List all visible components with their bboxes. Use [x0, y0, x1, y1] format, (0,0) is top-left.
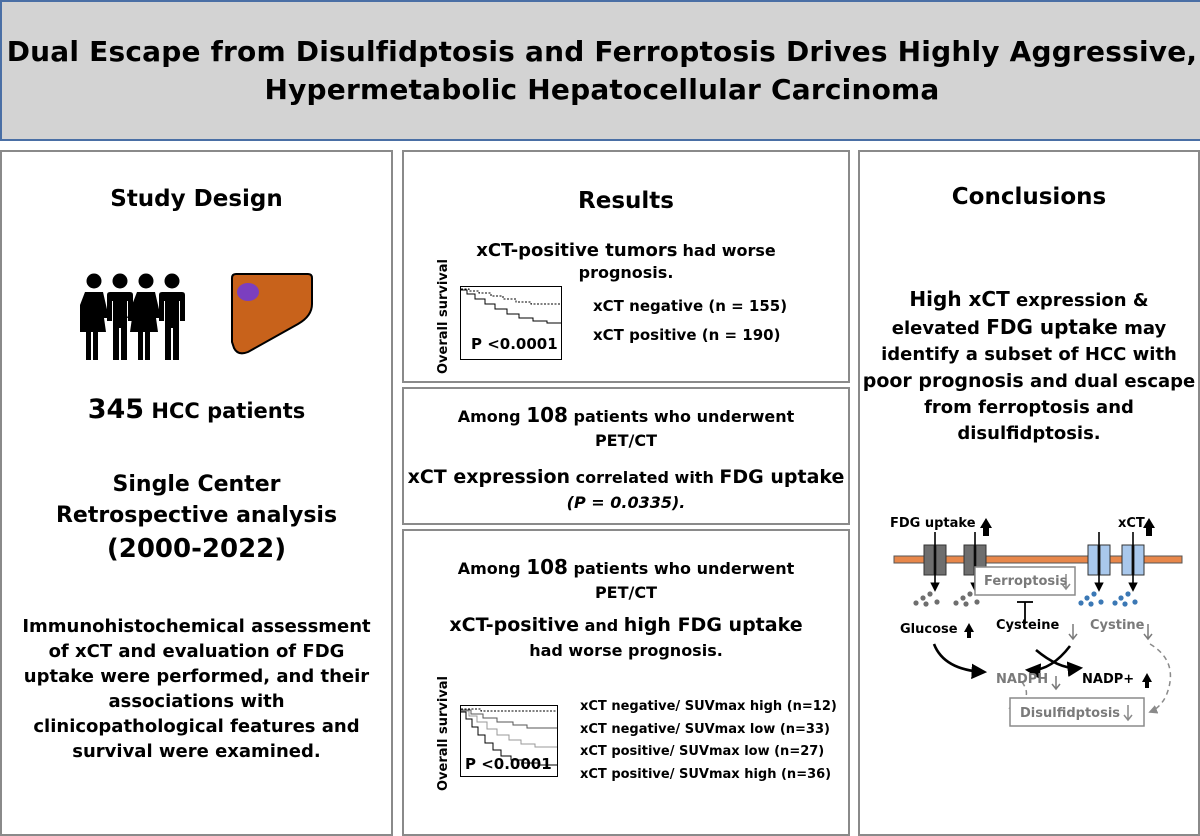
results-heading: Results: [578, 188, 674, 214]
results-1-headline: xCT-positive tumors had worse prognosis.: [476, 240, 776, 282]
km-plot-1: P <0.0001: [460, 286, 562, 360]
study-type: Single Center Retrospective analysis (20…: [2, 469, 391, 567]
xct-up-arrow: [1143, 518, 1155, 536]
title-line-1: Dual Escape from Disulfidptosis and Ferr…: [6, 34, 1198, 68]
cysteine-label: Cysteine: [996, 618, 1060, 633]
fdg-up-arrow: [980, 518, 992, 536]
glucose-label: Glucose: [900, 622, 958, 637]
cell-membrane: [893, 555, 1183, 564]
km-2-legend-2: xCT negative/ SUVmax low (n=33): [580, 722, 830, 737]
liver-icon: [231, 273, 313, 355]
results-3-cohort: Among 108 patients who underwent PET/CT: [457, 555, 795, 602]
km-2-legend-4: xCT positive/ SUVmax high (n=36): [580, 767, 832, 782]
km-1-curve-negative: [461, 288, 561, 305]
glucose-up-arrow: [964, 623, 974, 638]
km-2-ylabel: Overall survival: [436, 675, 451, 791]
title-banner: Dual Escape from Disulfidptosis and Ferr…: [0, 0, 1200, 141]
title-line-2: Hypermetabolic Hepatocellular Carcinoma: [264, 72, 940, 106]
nadp-up-arrow: [1142, 673, 1152, 688]
conclusions-panel: Conclusions High xCT expression & elevat…: [858, 150, 1200, 836]
results-panel-2: Among 108 patients who underwent PET/CT …: [402, 387, 850, 525]
km-plot-2: P <0.0001: [460, 705, 558, 777]
cystine-label: Cystine: [1090, 618, 1145, 633]
results-panel-1: Results xCT-positive tumors had worse pr…: [402, 150, 850, 383]
disulfidptosis-label: Disulfidptosis: [1020, 706, 1121, 721]
km-2-curve-pos-high: [461, 711, 557, 766]
km-2-p-value: P <0.0001: [465, 755, 552, 773]
conclusions-heading: Conclusions: [951, 184, 1107, 210]
km-1-legend-negative: xCT negative (n = 155): [593, 297, 788, 315]
results-panel-3: Among 108 patients who underwent PET/CT …: [402, 529, 850, 836]
ferroptosis-box: [974, 566, 1076, 596]
glut-transporter: [923, 544, 987, 576]
km-2-curve-neg-low: [461, 709, 557, 729]
study-description: Immunohistochemical assessment of xCT an…: [22, 616, 371, 762]
ferroptosis-label: Ferroptosis: [984, 574, 1068, 589]
tumor-icon: [237, 283, 259, 301]
results-2-cohort: Among 108 patients who underwent PET/CT: [457, 403, 795, 450]
results-2-finding: xCT expression correlated with FDG uptak…: [407, 466, 845, 512]
fdg-uptake-label: FDG uptake: [890, 516, 976, 531]
xct-transporter: [1087, 544, 1145, 576]
patients-icon: [80, 273, 185, 360]
mechanism-diagram: [893, 518, 1183, 727]
study-design-heading: Study Design: [110, 186, 283, 212]
km-2-legend-3: xCT positive/ SUVmax low (n=27): [580, 744, 825, 759]
nadp-label: NADP+: [1082, 672, 1135, 687]
study-years: (2000-2022): [106, 534, 287, 564]
study-design-panel: Study Design 345 HCC patients Single Cen…: [0, 150, 393, 836]
disulfidptosis-box: [1009, 697, 1145, 727]
results-3-finding: xCT-positive and high FDG uptake had wor…: [449, 614, 803, 660]
page-title: Dual Escape from Disulfidptosis and Ferr…: [7, 33, 1198, 109]
patient-count: 345 HCC patients: [87, 394, 306, 425]
conclusions-text: High xCT expression & elevated FDG uptak…: [862, 287, 1196, 444]
km-1-curve-positive: [461, 289, 561, 324]
cystine-dots: [1078, 591, 1138, 607]
nadph-label: NADPH: [996, 672, 1049, 687]
xct-label: xCT: [1118, 516, 1145, 531]
km-1-legend-positive: xCT positive (n = 190): [593, 326, 781, 344]
km-1-p-value: P <0.0001: [471, 335, 558, 353]
glucose-dots: [913, 591, 980, 607]
km-2-curve-neg-high: [461, 708, 557, 712]
km-2-legend-1: xCT negative/ SUVmax high (n=12): [580, 699, 837, 714]
km-1-ylabel: Overall survival: [436, 258, 451, 374]
km-2-curve-pos-low: [461, 710, 557, 748]
